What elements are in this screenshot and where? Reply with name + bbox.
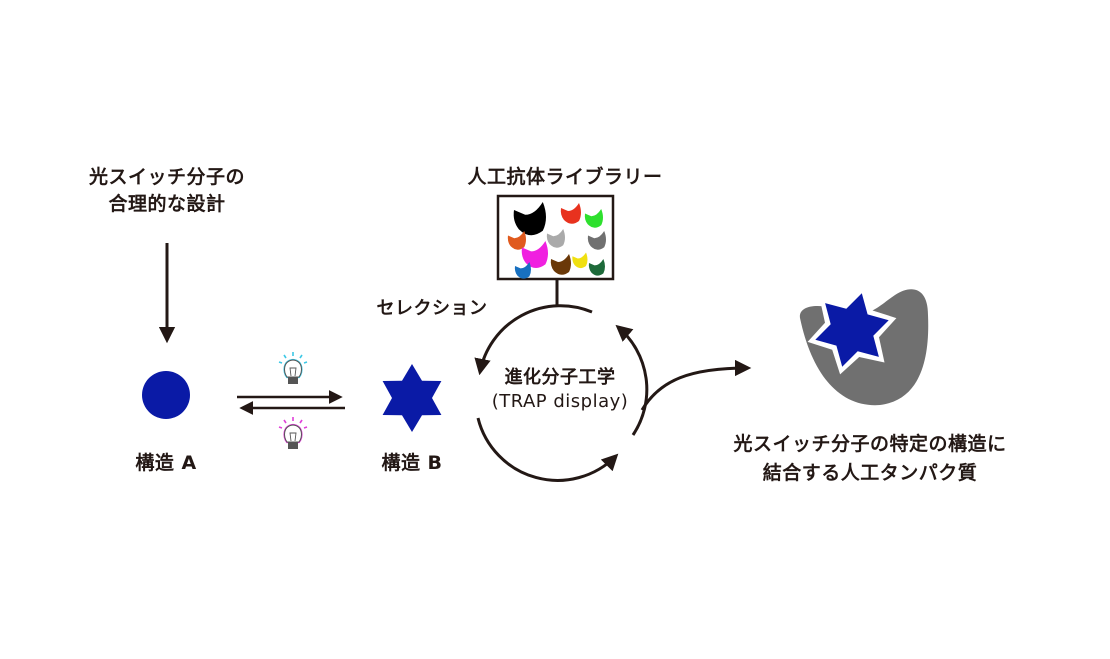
library-antibody <box>588 259 605 276</box>
structure-b-molecule <box>382 364 442 432</box>
library-antibody <box>584 209 603 228</box>
result-label: 光スイッチ分子の特定の構造に 結合する人工タンパク質 <box>700 430 1040 488</box>
result-line-1: 光スイッチ分子の特定の構造に <box>733 433 1007 455</box>
cycle-subtitle: (TRAP display) <box>491 391 629 412</box>
library-antibody <box>507 231 526 250</box>
library-antibody <box>572 252 588 269</box>
rational-design-line-1: 光スイッチ分子の <box>88 166 245 188</box>
library-antibody <box>546 229 565 248</box>
lightbulb-magenta-icon <box>278 417 308 449</box>
library-antibody <box>587 231 606 250</box>
library-antibody <box>513 202 546 236</box>
library-antibodies <box>507 202 606 279</box>
cycle-title: 進化分子工学 <box>504 367 616 388</box>
output-arrow <box>640 359 752 411</box>
library-antibody <box>550 254 571 275</box>
rational-design-line-2: 合理的な設計 <box>108 193 226 215</box>
cycle-arc-selection <box>474 304 593 376</box>
library-antibody <box>560 203 581 224</box>
cycle-arc-right <box>615 324 649 436</box>
library-title: 人工抗体ライブラリー <box>467 166 663 188</box>
rational-design-label: 光スイッチ分子の 合理的な設計 <box>62 164 272 218</box>
structure-a-molecule <box>142 371 190 419</box>
cycle-arc-bottom <box>476 417 619 482</box>
lightbulb-cyan-icon <box>278 352 308 384</box>
selection-label: セレクション <box>376 298 488 319</box>
result-line-2: 結合する人工タンパク質 <box>762 462 978 484</box>
bound-structure-molecule <box>815 293 889 367</box>
library-antibody <box>514 262 531 279</box>
cycle-label: 進化分子工学 (TRAP display) <box>480 366 640 414</box>
structure-a-label: 構造 A <box>135 452 197 474</box>
library-antibody <box>521 241 548 268</box>
structure-b-label: 構造 B <box>381 452 443 474</box>
